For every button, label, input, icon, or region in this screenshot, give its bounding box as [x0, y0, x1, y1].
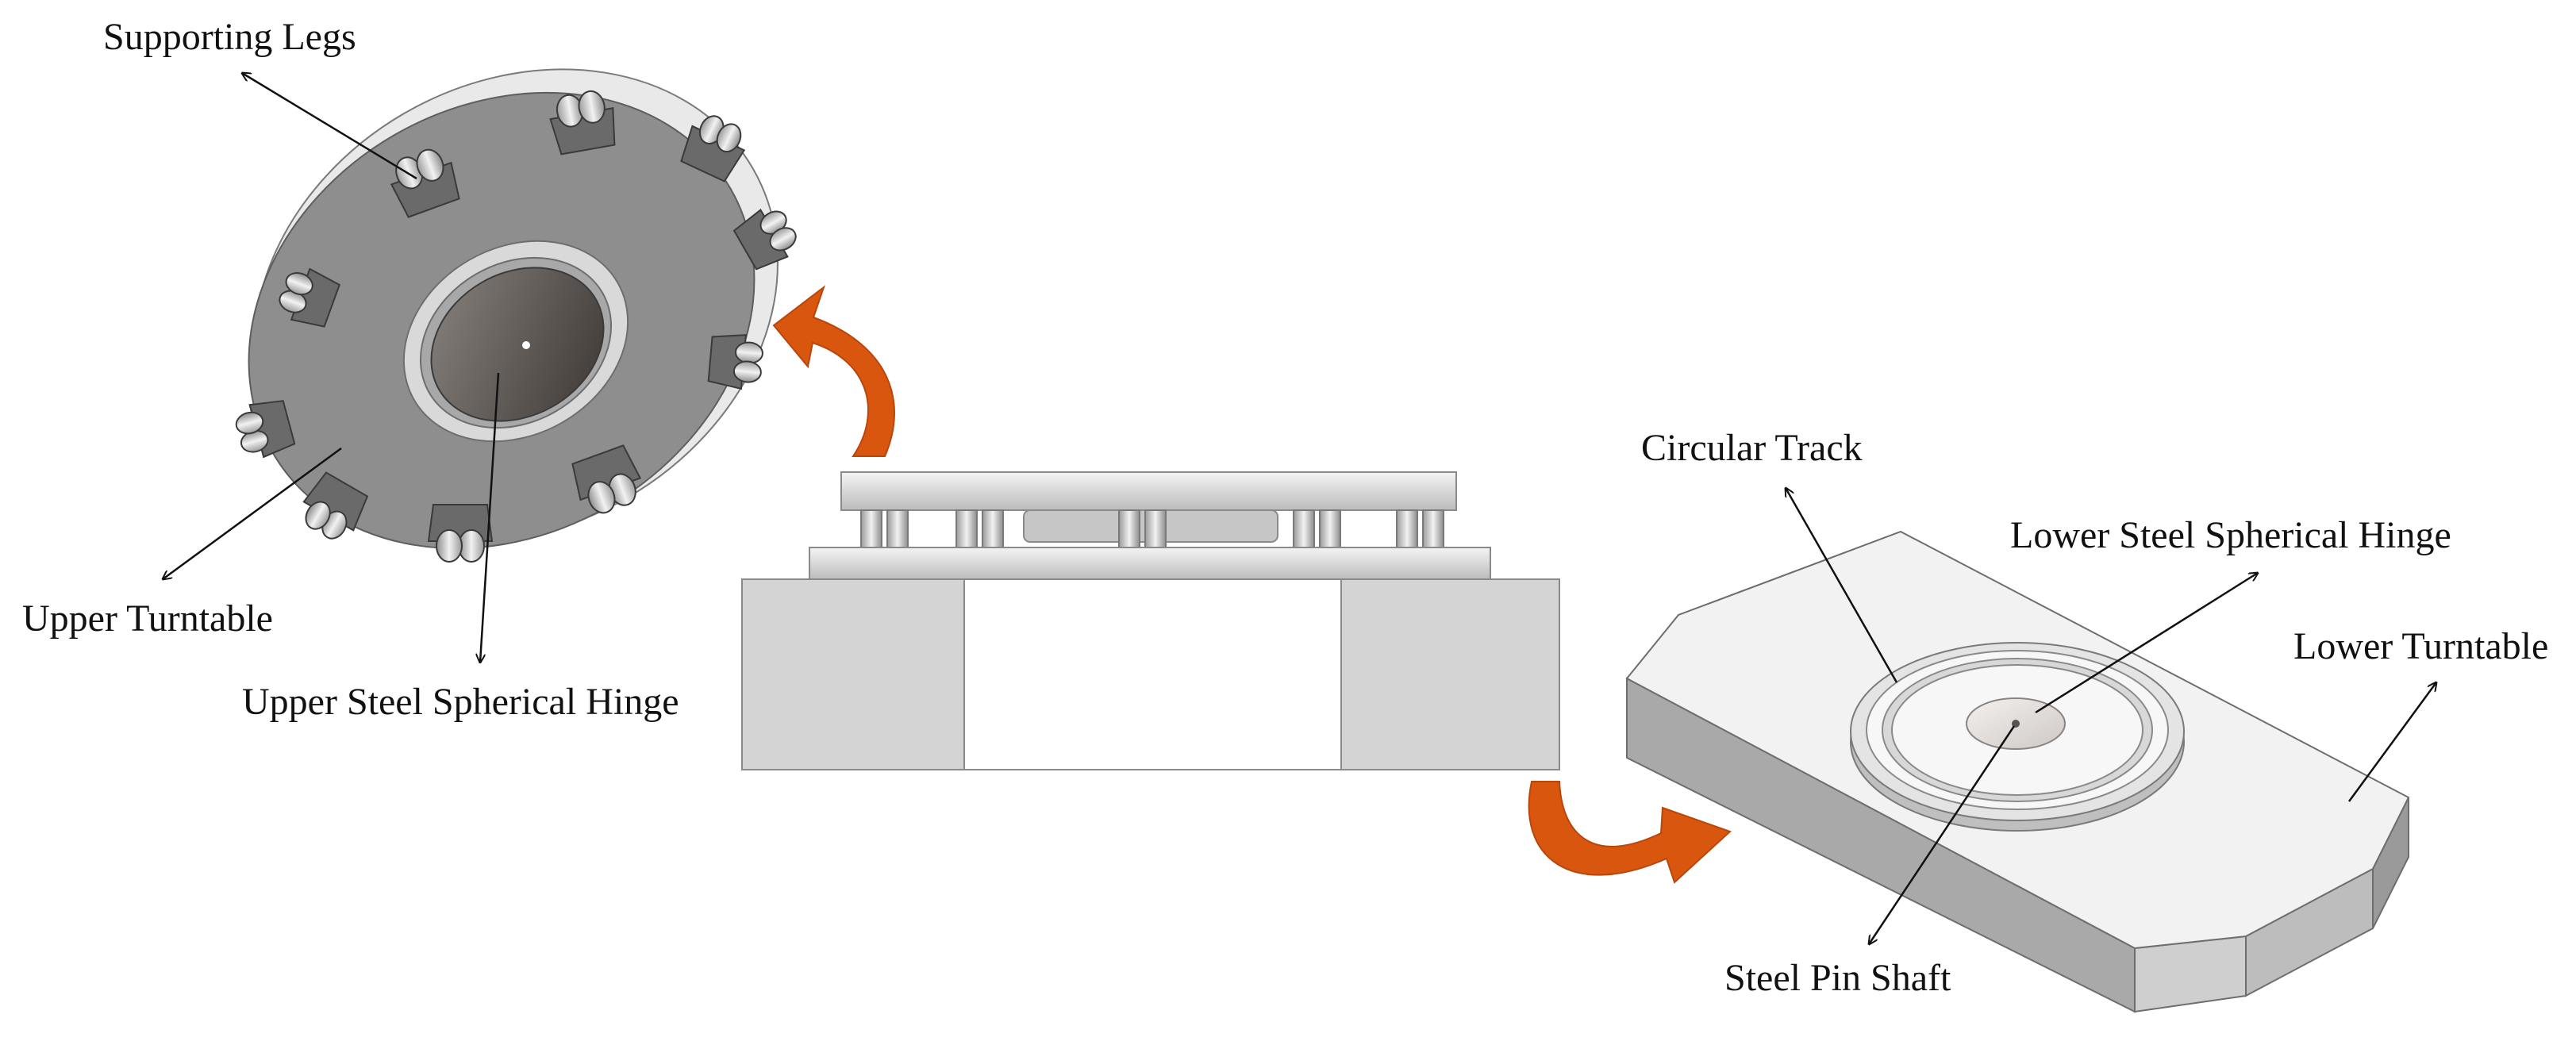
center-upper-plate: [840, 471, 1457, 511]
leader-lines: [163, 73, 2436, 944]
center-lower-plate: [809, 547, 1491, 580]
center-base-right: [1340, 578, 1560, 770]
leader-lower-turntable: [2347, 682, 2436, 802]
label-upper-turntable: Upper Turntable: [22, 597, 273, 640]
leader-steel-pin-shaft: [1869, 725, 2016, 944]
label-lower-turntable: Lower Turntable: [2293, 625, 2548, 667]
leader-circular-track: [1786, 488, 1898, 683]
label-supporting-legs: Supporting Legs: [103, 16, 356, 58]
supporting-leg: [279, 267, 341, 328]
rotation-arrow-up: [772, 285, 895, 457]
supporting-legs: [235, 90, 797, 563]
rotation-arrow-down: [1528, 781, 1732, 884]
curved-arrow-icon: [1528, 781, 1732, 884]
supporting-leg: [302, 471, 369, 540]
upper-turntable: [235, 68, 797, 563]
center-base-middle: [963, 578, 1342, 770]
steel-pin-shaft: [2012, 720, 2020, 728]
labels: Supporting Legs Upper Turntable Upper St…: [22, 16, 2548, 999]
leader-upper-turntable: [163, 447, 342, 579]
lower-block-front-right: [2134, 935, 2247, 1013]
supporting-leg: [571, 444, 642, 514]
center-assembly: [741, 471, 1560, 770]
label-steel-pin-shaft: Steel Pin Shaft: [1724, 957, 1951, 999]
supporting-leg: [732, 209, 797, 271]
supporting-leg: [680, 115, 746, 182]
label-lower-steel-spherical-hinge: Lower Steel Spherical Hinge: [2010, 514, 2451, 556]
supporting-leg: [427, 504, 494, 563]
center-legs: [860, 509, 1444, 551]
label-upper-steel-spherical-hinge: Upper Steel Spherical Hinge: [242, 681, 679, 723]
leader-supporting-legs: [242, 73, 417, 180]
upper-pin-hole: [522, 341, 530, 349]
label-circular-track: Circular Track: [1641, 427, 1863, 469]
lower-turntable: [1625, 530, 2410, 1013]
leader-lower-hinge: [2035, 573, 2258, 714]
leader-upper-hinge: [480, 372, 500, 663]
upper-steel-spherical-hinge: [430, 267, 605, 422]
supporting-leg: [390, 148, 460, 218]
supporting-leg: [549, 90, 616, 156]
supporting-leg: [235, 400, 296, 459]
curved-arrow-icon: [772, 285, 895, 457]
center-base-left: [741, 578, 965, 770]
supporting-leg: [707, 334, 763, 390]
